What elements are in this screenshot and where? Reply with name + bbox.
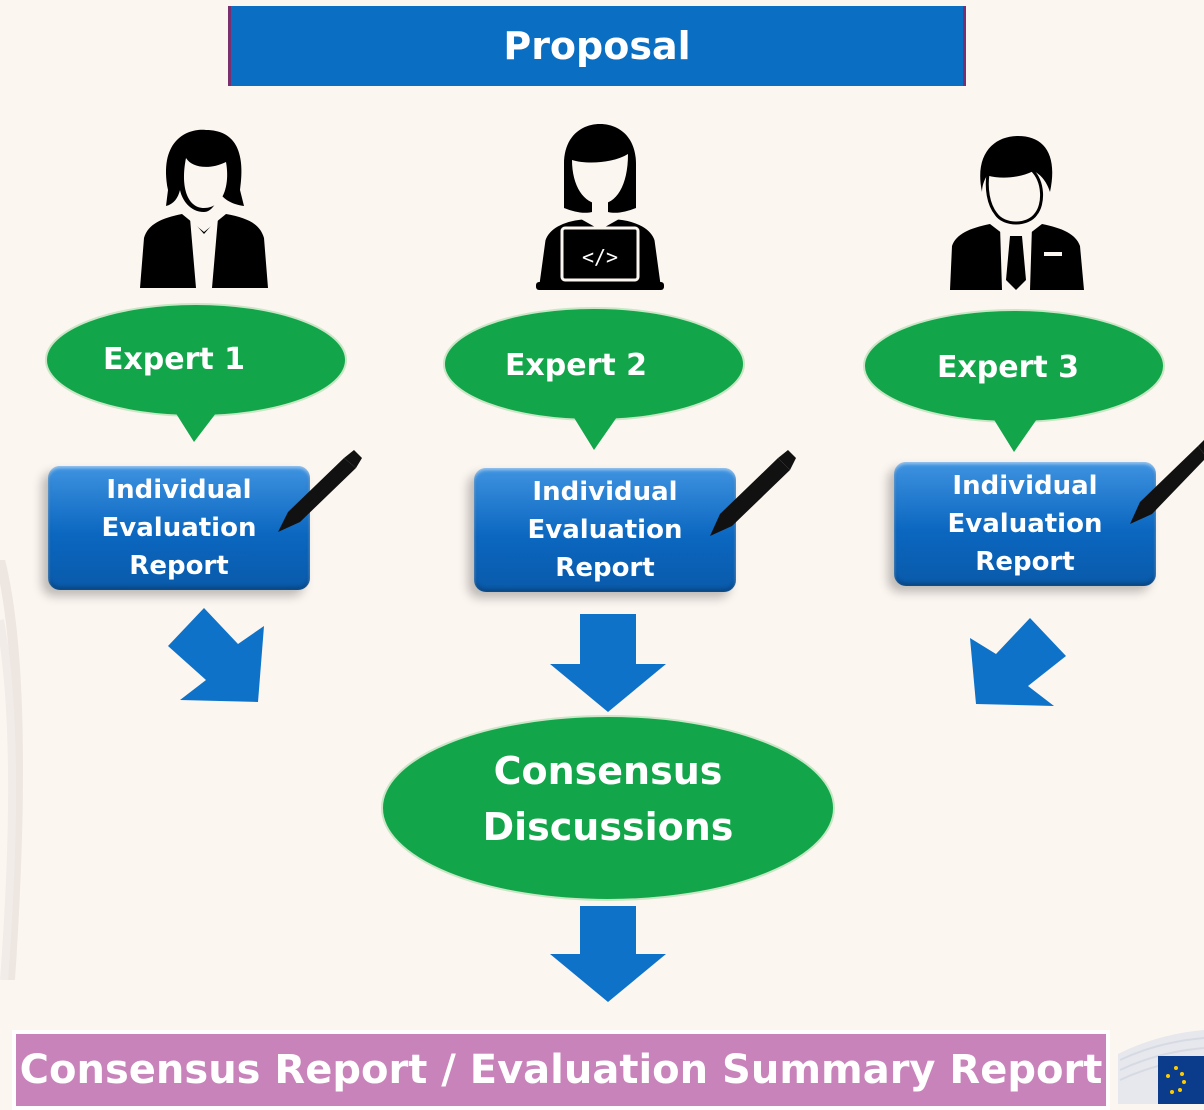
expert-1-report: Individual Evaluation Report [48, 466, 310, 590]
pen-icon [710, 450, 796, 536]
summary-report-bar: Consensus Report / Evaluation Summary Re… [12, 1030, 1110, 1110]
arrow-down-2 [550, 614, 666, 712]
report-line: Report [975, 547, 1075, 577]
decorative-swoosh [0, 560, 23, 980]
report-line: Report [555, 553, 655, 583]
report-line: Report [129, 551, 229, 581]
report-line: Individual [532, 477, 678, 507]
expert-1-bubble [45, 303, 347, 442]
svg-text:</>: </> [582, 245, 618, 269]
arrow-down-consensus [550, 906, 666, 1002]
consensus-ellipse [381, 715, 835, 901]
expert-2-label: Expert 2 [504, 347, 648, 383]
businessman-user-icon [950, 136, 1084, 290]
pen-icon [278, 450, 362, 532]
expert-3-report: Individual Evaluation Report [894, 462, 1156, 586]
proposal-title: Proposal [503, 24, 691, 68]
expert-2-bubble [443, 307, 745, 450]
summary-report-title: Consensus Report / Evaluation Summary Re… [19, 1047, 1103, 1093]
report-line: Evaluation [527, 515, 683, 545]
report-line: Evaluation [101, 513, 257, 543]
report-line: Evaluation [947, 509, 1103, 539]
expert-3-bubble [863, 309, 1165, 452]
laptop-user-icon: </> [536, 124, 664, 290]
expert-3-label: Expert 3 [936, 349, 1080, 385]
expert-2-report: Individual Evaluation Report [474, 468, 736, 592]
consensus-label: Consensus Discussions [400, 734, 816, 864]
arrow-down-right-1 [168, 608, 264, 702]
consensus-line: Consensus [493, 749, 723, 793]
pen-icon [1130, 440, 1204, 524]
proposal-header: Proposal [228, 6, 966, 86]
report-line: Individual [106, 475, 252, 505]
expert-1-label: Expert 1 [102, 341, 246, 377]
consensus-line: Discussions [482, 805, 734, 849]
arrow-down-left-3 [970, 618, 1066, 706]
report-line: Individual [952, 471, 1098, 501]
eu-flag-icon [1118, 1030, 1204, 1104]
woman-user-icon [140, 129, 268, 288]
